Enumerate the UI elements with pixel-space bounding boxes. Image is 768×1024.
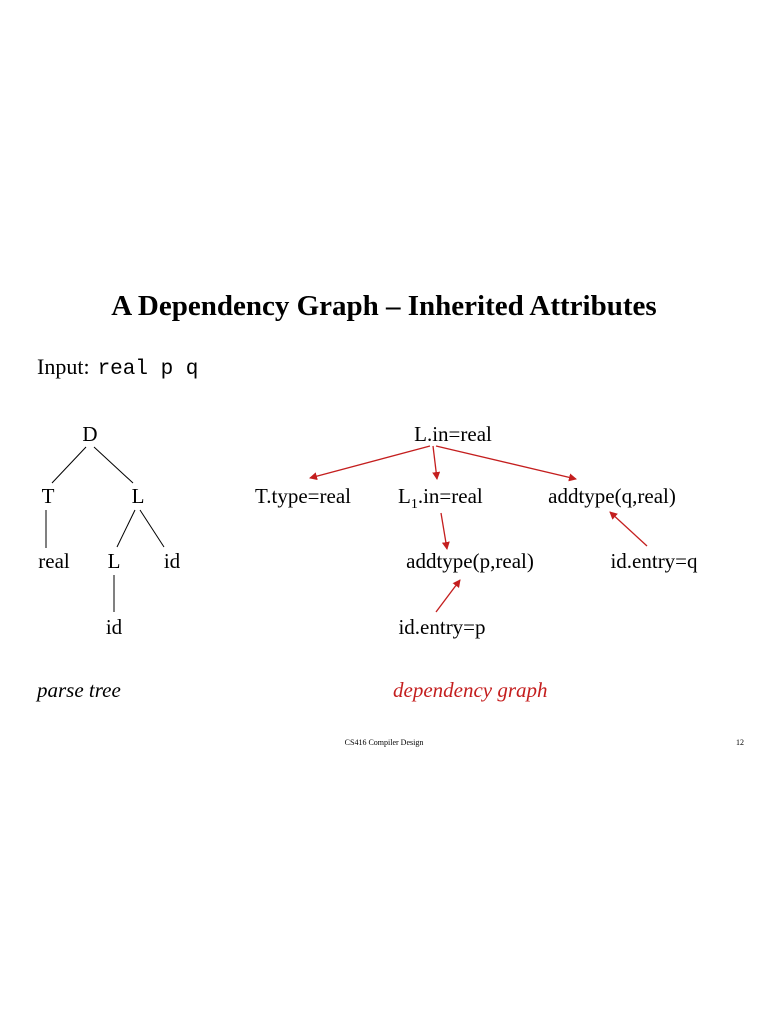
input-label: Input: [37, 354, 90, 379]
tree-node-real: real [38, 549, 70, 573]
dep-node-id-entry-p: id.entry=p [398, 615, 485, 639]
dep-node-l1-in: L1.in=real [398, 484, 483, 512]
tree-edge-d-t [51, 446, 87, 484]
footer-course: CS416 Compiler Design [344, 738, 424, 747]
tree-node-id-bottom: id [106, 615, 123, 639]
dependency-graph: L.in=real T.type=real L1.in=real addtype… [255, 422, 698, 702]
dep-arrow-l1in-addtypep [440, 512, 450, 550]
tree-node-d: D [82, 422, 97, 446]
tree-node-id-right: id [164, 549, 181, 573]
dependency-graph-caption: dependency graph [393, 678, 548, 702]
dep-node-addtype-q: addtype(q,real) [548, 484, 676, 508]
input-line: Input: real p q [37, 352, 198, 385]
input-value: real p q [97, 358, 199, 381]
tree-node-t: T [42, 484, 55, 508]
tree-node-l: L [132, 484, 145, 508]
parse-tree-caption: parse tree [35, 678, 121, 702]
dep-node-l1-in-subscript: 1 [411, 497, 418, 512]
footer-page-number: 12 [736, 738, 744, 747]
dep-node-l1-in-suffix: .in=real [418, 484, 483, 508]
parse-tree: D T L real L id id parse tree [35, 422, 181, 702]
dep-node-t-type: T.type=real [255, 484, 351, 508]
tree-edge-l-l [116, 509, 136, 548]
dep-arrow-identryq-addtypeq [609, 511, 648, 547]
dep-node-l-in: L.in=real [414, 422, 492, 446]
dep-arrow-identryp-addtypep [435, 579, 461, 613]
slide-title: A Dependency Graph – Inherited Attribute… [111, 290, 657, 322]
tree-edge-d-l [93, 446, 134, 484]
dep-node-addtype-p: addtype(p,real) [406, 549, 534, 573]
dep-node-l1-in-prefix: L [398, 484, 411, 508]
dep-arrow-lin-l1in [432, 445, 441, 480]
tree-node-l-child: L [108, 549, 121, 573]
dep-arrow-lin-ttype [309, 445, 431, 481]
tree-edge-l-id [139, 509, 165, 548]
dep-arrow-lin-addtypeq [435, 445, 577, 482]
dep-node-id-entry-q: id.entry=q [610, 549, 698, 573]
